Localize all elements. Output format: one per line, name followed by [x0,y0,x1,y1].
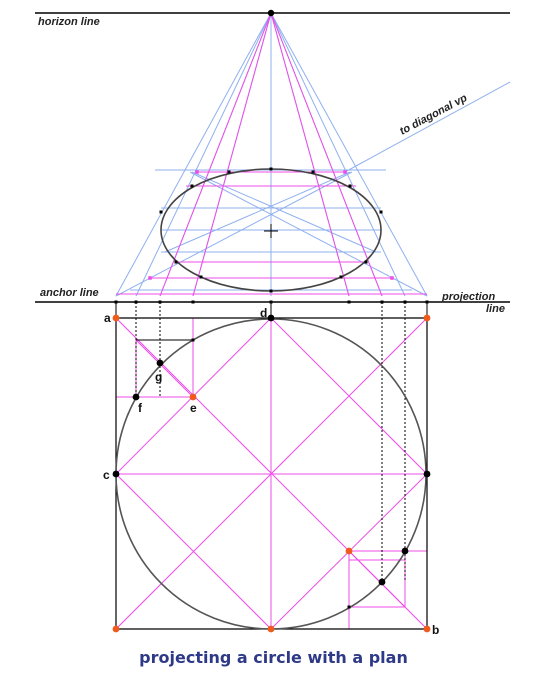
projection-line-label-2: line [486,303,505,315]
diagonal-vp-label: to diagonal vp [398,92,470,138]
point-f [132,393,140,401]
magenta-orthogonal-3 [270,12,383,297]
vanishing-point [267,9,275,17]
ellipse-point-10 [159,210,163,214]
plan-square-g-diag [135,339,194,398]
anchor-line-label: anchor line [40,287,99,299]
blue-diagonal-4 [191,171,377,253]
ellipse-center-cross [264,224,278,238]
ellipse-point-2 [269,167,273,171]
blue-orthogonal-1 [135,12,272,297]
magenta-orthogonal-2 [270,12,350,297]
blue-diagonal-2 [189,171,428,297]
perspective-circle-diagram: horizon line to diagonal vp anchor line … [35,9,511,637]
point-br-2 [378,578,386,586]
blue-diagonal-1 [115,171,353,297]
projection-tick-1 [134,300,138,304]
blue-orthogonal-8 [270,12,428,297]
point-e [189,393,197,401]
dotted-projection-lines [135,302,406,582]
plan-square-br-diag [348,550,406,608]
blue-orthogonal-0 [115,12,272,297]
ellipse-point-0 [190,184,194,188]
ellipse-point-4 [348,184,352,188]
ellipse-point-3 [311,170,315,174]
plan-diamond-3 [115,473,272,630]
point-small-2 [347,605,351,609]
to-diagonal-vp-line [344,81,511,173]
ellipse-point-7 [269,289,273,293]
magenta-construction-lines [115,12,428,630]
point-br-1 [401,547,409,555]
point-label-g: g [155,370,162,384]
point-label-d: d [260,306,267,320]
projection-tick-3 [191,300,195,304]
projection-tick-0 [114,300,118,304]
magenta-marker-2 [148,276,152,280]
ellipse-point-8 [339,275,343,279]
projection-tick-4 [269,300,273,304]
point-d-bottom [267,625,275,633]
ellipse-point-5 [174,260,178,264]
point-b [423,625,431,633]
projection-line-label-1: projection [441,291,495,303]
plan-diamond-1 [270,317,428,475]
ellipse-point-11 [379,210,383,214]
point-d [267,314,275,322]
magenta-marker-0 [195,170,199,174]
ellipse-point-9 [364,260,368,264]
point-markers [112,9,431,633]
point-label-a: a [104,311,111,325]
projection-tick-5 [347,300,351,304]
blue-orthogonal-7 [270,12,406,297]
projection-tick-2 [158,300,162,304]
point-b-left [112,625,120,633]
magenta-orthogonal-0 [159,12,272,297]
magenta-marker-3 [390,276,394,280]
point-label-f: f [138,401,143,415]
point-a [112,314,120,322]
horizon-line-label: horizon line [38,16,100,28]
point-c-right [423,470,431,478]
point-label-b: b [432,623,439,637]
magenta-marker-1 [343,170,347,174]
point-small-1 [191,338,195,342]
point-br-orange [345,547,353,555]
point-c [112,470,120,478]
projection-tick-7 [403,300,407,304]
magenta-orthogonal-1 [192,12,272,297]
point-label-c: c [103,468,110,482]
blue-construction-lines [115,12,511,297]
projection-tick-6 [380,300,384,304]
projection-tick-8 [425,300,429,304]
figure-caption: projecting a circle with a plan [139,648,408,667]
blue-diagonal-3 [164,171,351,253]
point-a-right [423,314,431,322]
point-label-e: e [190,401,197,415]
ellipse-point-1 [227,170,231,174]
ellipse-point-6 [199,275,203,279]
point-g [156,359,164,367]
